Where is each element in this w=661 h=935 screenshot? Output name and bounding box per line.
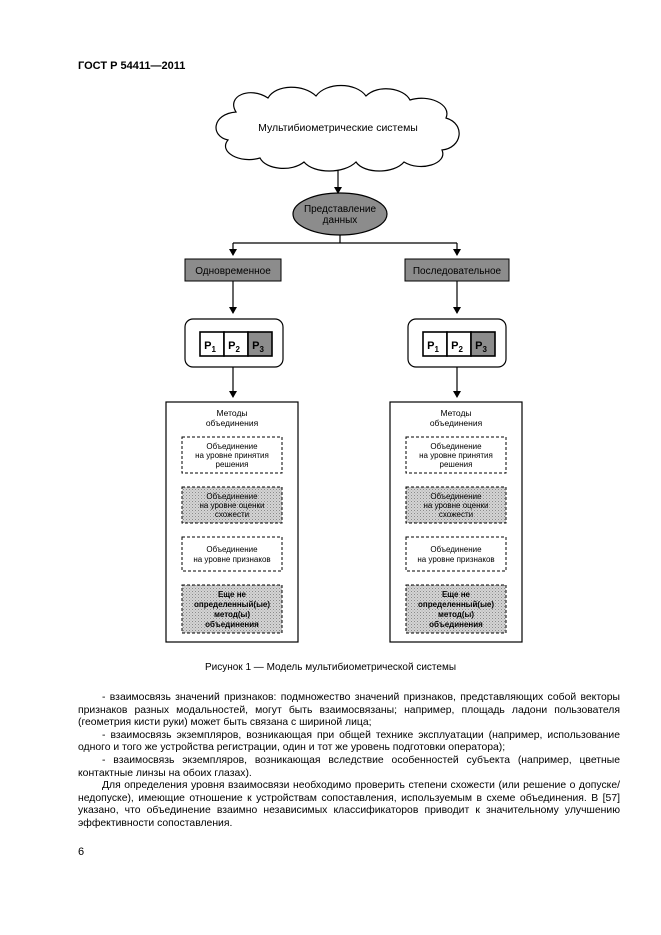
method-score-right-line2: на уровне оценки (423, 501, 488, 510)
method-undefined-left-line4: объединения (205, 620, 259, 629)
method-undefined-left-line3: метод(ы) (214, 610, 250, 619)
method-decision-level-right (405, 436, 507, 474)
method-undefined-right-line4: объединения (429, 620, 483, 629)
processor-p3-left (247, 331, 273, 357)
processor-p2-left-label: P2 (228, 340, 240, 354)
cloud-label: Мультибиометрические системы (258, 122, 418, 134)
methods-title-right-line2: объединения (430, 418, 483, 428)
method-undefined-right-line2: определенный(ые) (418, 600, 494, 609)
method-score-left-line1: Объединение (206, 492, 258, 501)
page-number: 6 (78, 846, 85, 858)
branch-simultaneous: Одновременное P1 P2 P3 Методы объединени… (165, 258, 299, 643)
ellipse-label-line2: данных (323, 215, 358, 226)
method-undefined-right-line1: Еще не (442, 590, 471, 599)
method-decision-left-line2: на уровне принятия (195, 451, 269, 460)
methods-title-left-line2: объединения (206, 418, 259, 428)
multibiometric-system-diagram: Мультибиометрические системы Представлен… (165, 85, 523, 643)
processor-p2-right-label: P2 (451, 340, 463, 354)
method-decision-right-line2: на уровне принятия (419, 451, 493, 460)
body-text: - взаимосвязь значений признаков: подмно… (78, 692, 620, 831)
method-score-level-right (405, 486, 507, 524)
processor-p2-right (446, 331, 472, 357)
method-undefined-right-line3: метод(ы) (438, 610, 474, 619)
method-undefined-left-line1: Еще не (218, 590, 247, 599)
method-feature-level-right (405, 536, 507, 572)
processor-p1-left-label: P1 (204, 340, 216, 354)
method-feature-right-line1: Объединение (430, 545, 482, 554)
method-feature-left-line2: на уровне признаков (193, 555, 270, 564)
ellipse-label-line1: Представление (304, 204, 377, 215)
paragraph-correlation-level: Для определения уровня взаимосвязи необх… (78, 780, 620, 829)
method-undefined-left (181, 584, 283, 634)
processor-p2-left (223, 331, 249, 357)
method-decision-left-line3: решения (216, 460, 249, 469)
method-decision-level-left (181, 436, 283, 474)
method-feature-left-line1: Объединение (206, 545, 258, 554)
processor-p3-right-label: P3 (475, 340, 487, 354)
method-undefined-left-line2: определенный(ые) (194, 600, 270, 609)
mode-label-simultaneous: Одновременное (195, 266, 271, 277)
methods-title-right-line1: Методы (440, 408, 471, 418)
method-decision-left-line1: Объединение (206, 442, 258, 451)
method-feature-level-left (181, 536, 283, 572)
paragraph-operation-correlation: - взаимосвязь экземпляров, возникающая п… (78, 729, 620, 754)
method-decision-right-line1: Объединение (430, 442, 482, 451)
method-score-right-line1: Объединение (430, 492, 482, 501)
cloud-shape (215, 85, 460, 172)
method-score-level-left (181, 486, 283, 524)
processor-p1-right (422, 331, 448, 357)
method-score-left-line2: на уровне оценки (199, 501, 264, 510)
processor-p3-right (470, 331, 496, 357)
method-score-right-line3: схожести (439, 510, 473, 519)
paragraph-feature-correlation: - взаимосвязь значений признаков: подмно… (78, 692, 620, 729)
mode-label-sequential: Последовательное (413, 266, 502, 277)
method-feature-right-line2: на уровне признаков (417, 555, 494, 564)
methods-title-left-line1: Методы (216, 408, 247, 418)
processor-p1-right-label: P1 (427, 340, 439, 354)
standard-code: ГОСТ Р 54411—2011 (78, 60, 186, 72)
method-score-left-line3: схожести (215, 510, 249, 519)
figure-caption: Рисунок 1 — Модель мультибиометрической … (204, 662, 457, 673)
paragraph-subject-correlation: - взаимосвязь экземпляров, возникающая в… (78, 754, 620, 779)
method-decision-right-line3: решения (440, 460, 473, 469)
processor-p3-left-label: P3 (252, 340, 264, 354)
branch-sequential: Последовательное P1 P2 P3 Методы объедин… (389, 258, 523, 643)
method-undefined-right (405, 584, 507, 634)
